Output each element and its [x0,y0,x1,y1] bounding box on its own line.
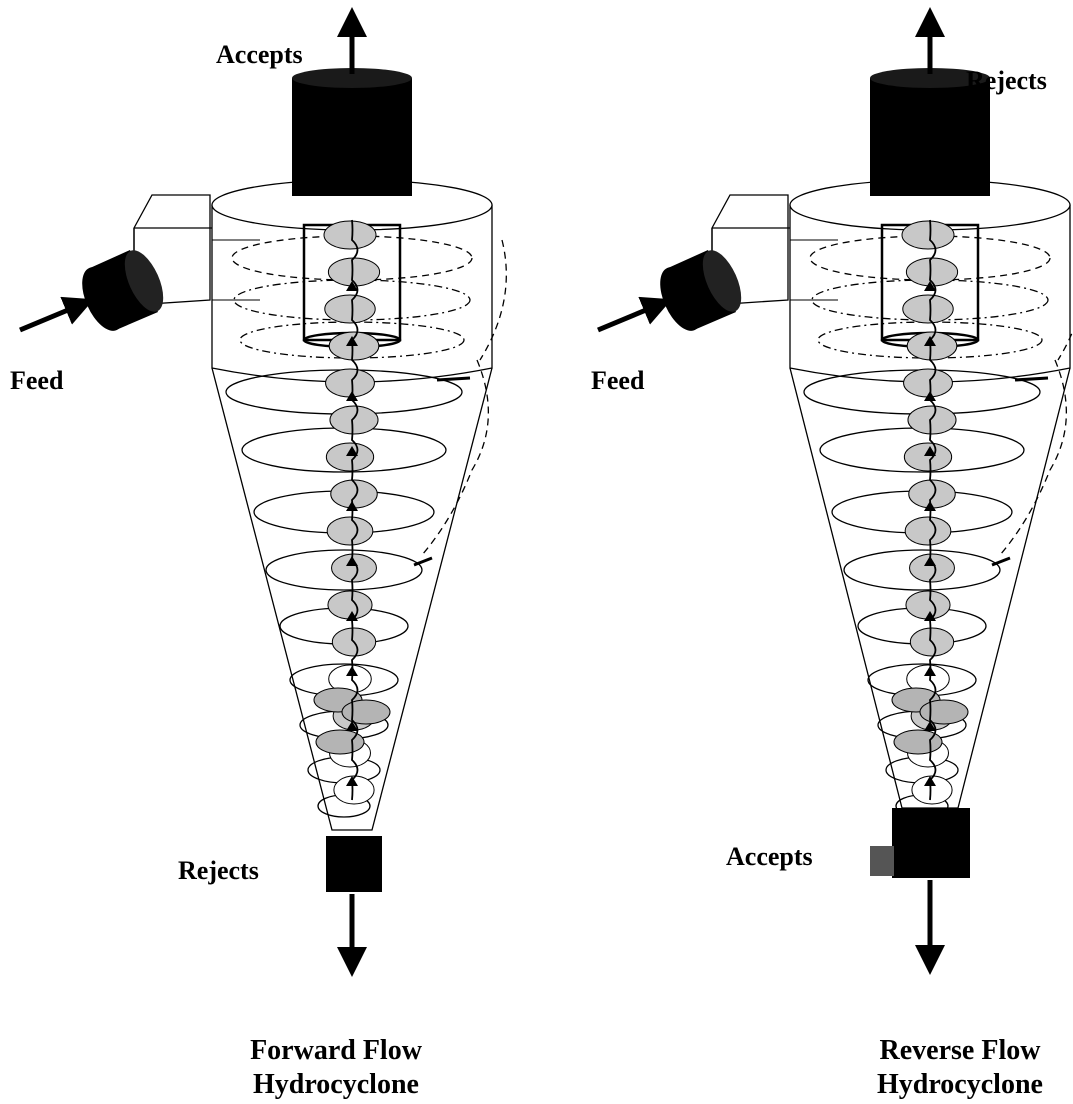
forward-bottom-outlet-label: Rejects [178,858,259,884]
forward-feed-label: Feed [10,368,63,394]
forward-caption: Forward Flow Hydrocyclone [186,1034,486,1101]
inner-vortex-blob [327,517,373,545]
inner-vortex-blob [331,480,377,508]
forward-caption-line1: Forward Flow [186,1034,486,1068]
inner-vortex-blob [902,221,954,249]
reverse-caption-line1: Reverse Flow [810,1034,1073,1068]
inner-vortex-blob [909,480,955,508]
inner-vortex-blob [904,443,951,471]
forward-top-outlet-label: Accepts [216,42,303,68]
feed-arrow [20,305,80,330]
inner-vortex-blob [903,295,953,323]
inner-vortex-blob [904,369,953,397]
forward-flow-hydrocyclone [20,22,506,962]
top-outlet [292,78,412,196]
flow-mark [437,378,470,380]
inner-vortex-blob [920,700,968,724]
inner-vortex-blob [908,406,956,434]
inner-vortex-blob [905,517,951,545]
bottom-outlet-side [870,846,894,876]
forward-caption-line2: Hydrocyclone [186,1068,486,1102]
inner-vortex-blob [326,443,373,471]
inner-vortex-blob [342,700,390,724]
top-outlet [870,78,990,196]
inner-vortex-blob [326,369,375,397]
reverse-caption: Reverse Flow Hydrocyclone [810,1034,1073,1101]
bottom-outlet [326,836,382,892]
reverse-flow-hydrocyclone [598,22,1073,960]
reverse-caption-line2: Hydrocyclone [810,1068,1073,1102]
inner-vortex-blob [325,295,375,323]
inner-vortex-blob [324,221,376,249]
inner-vortex-blob [330,406,378,434]
reverse-top-outlet-label: Rejects [966,68,1047,94]
reverse-bottom-outlet-label: Accepts [726,844,813,870]
feed-arrow [598,305,658,330]
reverse-feed-label: Feed [591,368,644,394]
bottom-outlet [892,808,970,878]
flow-mark [1015,378,1048,380]
